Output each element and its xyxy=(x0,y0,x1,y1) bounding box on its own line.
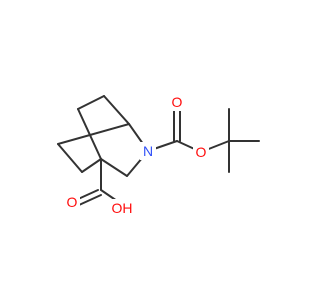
ester-oxygen-label: O xyxy=(196,144,207,160)
bond-c4-c5 xyxy=(81,158,102,173)
bond-c1-c2 xyxy=(103,95,130,125)
bond-c10-o3b xyxy=(78,194,102,206)
bond-c3-c4 xyxy=(77,108,102,160)
nitrogen-label: N xyxy=(143,143,153,159)
bond-c7-c4 xyxy=(100,158,128,177)
boc-carbonyl-oxygen-label: O xyxy=(172,94,183,110)
acid-carbonyl-oxygen-label: O xyxy=(67,194,78,210)
bond-c2-c3 xyxy=(77,95,105,110)
bond-c6-c1 xyxy=(57,123,130,145)
bond-c5-c6 xyxy=(57,143,83,173)
hydroxyl-label: OH xyxy=(112,200,133,216)
molecule-drawing: N O O OH O xyxy=(57,93,260,217)
structure-canvas: N O O OH O xyxy=(57,93,260,217)
